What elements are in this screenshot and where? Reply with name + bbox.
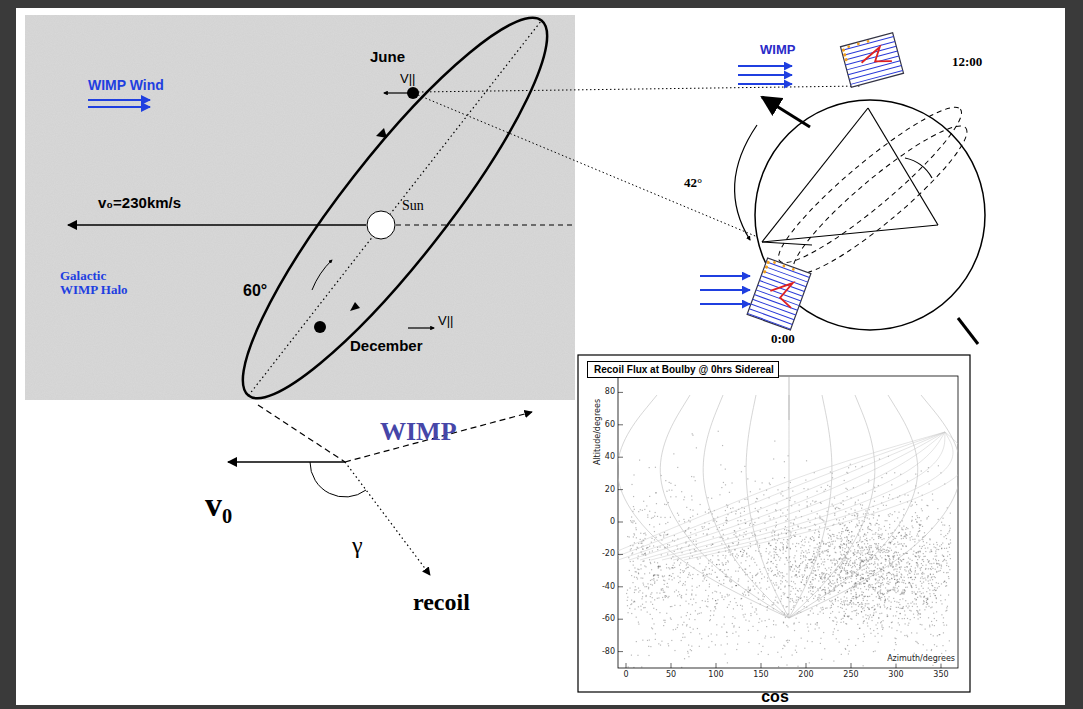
plot-title-box: Recoil Flux at Boulby @ 0hrs Sidereal — [587, 361, 779, 378]
tick-label: 80 — [605, 388, 615, 397]
dashed-axis — [396, 225, 575, 226]
tick-label: -20 — [602, 550, 615, 559]
orbit-panel — [25, 15, 575, 400]
axis-title: Azimuth/degrees — [886, 655, 956, 664]
velocity-label: V|| — [438, 314, 453, 328]
wimp-wind-arrows — [88, 100, 150, 107]
tick-label: 60 — [605, 420, 615, 429]
velocity-label: v₀ — [205, 486, 232, 523]
v-parallel-arrow — [384, 92, 408, 93]
tick-label: 40 — [605, 453, 615, 462]
wind-label: WIMP Wind — [88, 78, 164, 93]
tick-label: 150 — [753, 671, 768, 680]
tick-label: 0 — [623, 671, 628, 680]
rotation-arc — [735, 125, 757, 240]
tick-label: 20 — [605, 485, 615, 494]
month-label: June — [370, 49, 405, 66]
tick-label: 350 — [933, 671, 948, 680]
tick-label: 250 — [843, 671, 858, 680]
sun — [367, 211, 395, 239]
plot-title: Recoil Flux at Boulby @ 0hrs Sidereal — [594, 364, 772, 375]
axis-title: Altitude/degrees — [594, 399, 603, 465]
latitude-circles — [765, 92, 979, 289]
panel-texture — [25, 15, 575, 400]
orbit — [207, 0, 582, 428]
v0-arrow — [68, 224, 366, 226]
detector — [747, 258, 811, 330]
time-label: 0:00 — [771, 332, 795, 346]
velocity-label: v₀=230km/s — [98, 195, 181, 212]
tick-label: -80 — [602, 647, 615, 656]
wimp-arrows — [700, 66, 792, 304]
recoil-density — [618, 376, 958, 668]
time-label: 12:00 — [952, 55, 982, 69]
plot-ticks — [618, 392, 941, 668]
plot-frame — [578, 355, 970, 692]
halo-label: Galactic WIMP Halo — [60, 269, 132, 298]
recoil-label: recoil — [413, 589, 470, 615]
angle-label: 42° — [684, 176, 702, 190]
earth-axis — [762, 97, 810, 127]
sun-label: Sun — [402, 198, 424, 213]
earth-december — [314, 321, 326, 333]
tick-label: 200 — [798, 671, 813, 680]
earth-axis — [958, 318, 978, 344]
slide-panel — [16, 8, 1065, 705]
angle-arc — [312, 260, 332, 290]
earth-june — [407, 87, 419, 99]
tick-label: -40 — [602, 582, 615, 591]
wimp-label: WIMP — [380, 418, 457, 447]
tick-label: 0 — [610, 518, 615, 527]
wimp-label: WIMP — [760, 43, 795, 57]
tick-label: 300 — [888, 671, 903, 680]
projection-line — [418, 95, 760, 238]
plot-area — [618, 376, 958, 668]
orbit-direction — [376, 128, 387, 138]
projection-line — [418, 86, 862, 92]
recoil-geometry — [228, 405, 532, 575]
velocity-label: V|| — [400, 72, 415, 86]
detector — [840, 33, 903, 88]
v-parallel-arrow — [408, 327, 434, 328]
tick-label: 50 — [666, 671, 676, 680]
tick-label: 100 — [708, 671, 723, 680]
angle-label: γ — [352, 532, 363, 558]
caption-label: cos — [761, 688, 789, 706]
earth-geometry — [762, 108, 938, 245]
tick-label: -60 — [602, 615, 615, 624]
angle-label: 60° — [243, 282, 267, 300]
month-label: December — [350, 338, 423, 355]
orbit-direction — [350, 302, 360, 311]
